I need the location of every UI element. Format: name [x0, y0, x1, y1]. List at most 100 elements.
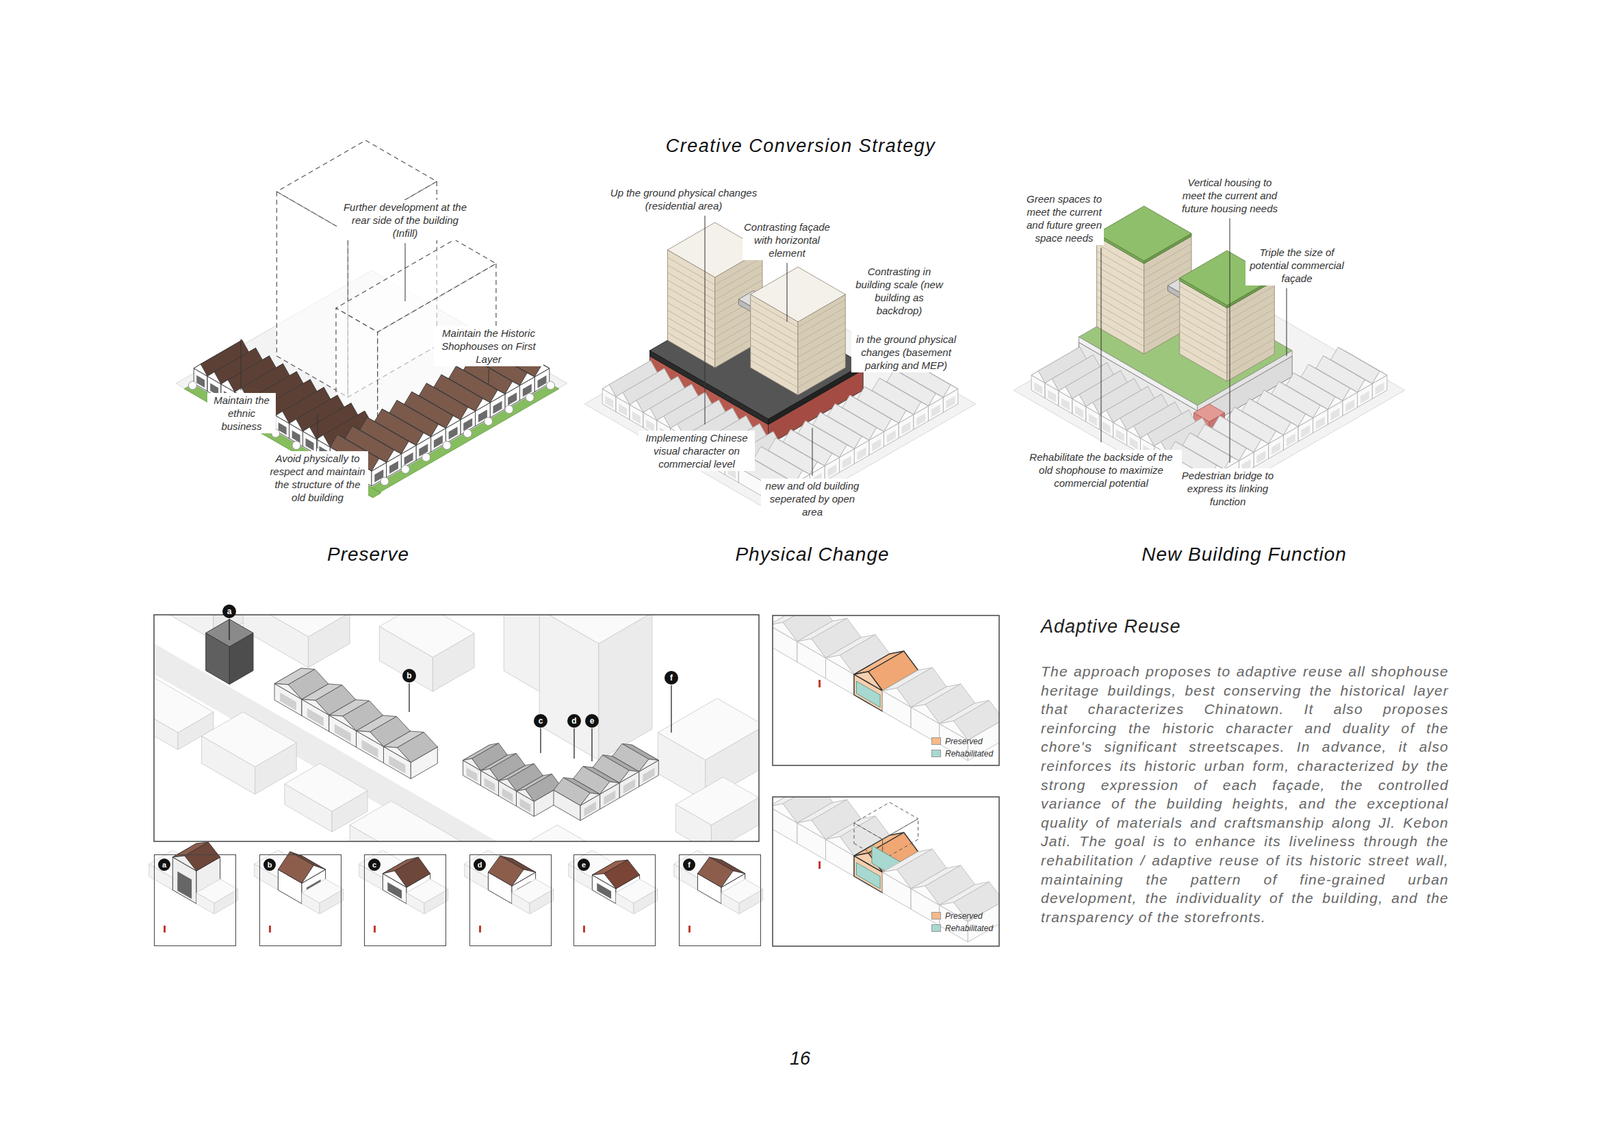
iso-face	[205, 619, 254, 647]
storefront	[448, 426, 458, 440]
storefront	[292, 430, 301, 443]
section-label: Physical Change	[641, 543, 984, 566]
gable	[416, 432, 432, 445]
annotation: Contrasting in building scale (new build…	[853, 264, 946, 318]
gable	[386, 449, 402, 462]
storefront	[1315, 416, 1325, 430]
gable	[772, 803, 798, 823]
iso-face	[521, 824, 599, 842]
callout-number: b	[263, 858, 276, 871]
rehabilitated-front	[856, 680, 881, 707]
gable	[463, 758, 482, 771]
tree	[505, 405, 514, 414]
floor-line	[797, 299, 846, 328]
gable	[884, 418, 900, 432]
floor-line	[667, 264, 715, 293]
gable	[275, 411, 290, 424]
storefront	[305, 437, 315, 451]
axonometric-pres	[175, 140, 568, 498]
thumbnail-box: a	[153, 854, 237, 946]
storefront	[502, 787, 514, 802]
callout-number: b	[402, 668, 417, 683]
annotation: Rehabilitate the backside of the old sho…	[1021, 449, 1182, 490]
gable	[1099, 409, 1114, 423]
storefront	[1300, 424, 1310, 438]
tree	[484, 417, 493, 426]
iso-face	[406, 878, 449, 903]
gable	[1044, 378, 1059, 391]
floor-line	[797, 359, 846, 388]
storefront	[279, 692, 297, 711]
floor-line	[667, 332, 715, 360]
iso-face	[284, 763, 368, 811]
storefront	[842, 455, 852, 469]
floor-line	[797, 352, 846, 380]
gable	[274, 683, 302, 700]
callout-number: a	[158, 858, 171, 871]
gable	[839, 444, 855, 458]
legend-text: Rehabilitated	[945, 748, 993, 759]
thumbnail-drawing	[149, 841, 239, 933]
floor-line	[1227, 301, 1275, 329]
storefront	[1116, 429, 1125, 442]
storefront	[1061, 397, 1070, 410]
floor-line	[750, 352, 798, 380]
storefront	[886, 429, 896, 443]
floor-line	[1096, 296, 1144, 324]
gable	[382, 870, 407, 887]
callout-number: d	[473, 858, 486, 871]
gable	[303, 427, 317, 440]
annotation: Triple the size of potential commercial …	[1245, 244, 1349, 286]
gable	[1357, 379, 1373, 393]
storefront	[307, 708, 324, 727]
thumbnail-box: e	[573, 854, 656, 946]
gable	[619, 769, 640, 783]
storefront	[931, 404, 941, 418]
section-heading: Adaptive Reuse	[1040, 615, 1452, 638]
floor-line	[667, 272, 715, 300]
annotation: Implementing Chinese visual character on…	[638, 430, 755, 471]
gable	[591, 873, 616, 889]
gable	[824, 453, 840, 466]
section-label: New Building Function	[1073, 543, 1416, 566]
floor-line	[1179, 301, 1228, 329]
storefront	[389, 460, 399, 474]
legend-swatch	[931, 749, 941, 757]
gable	[882, 687, 912, 707]
gable	[489, 390, 506, 403]
storefront	[642, 767, 655, 783]
storefront	[916, 412, 926, 426]
gable	[498, 778, 517, 792]
storefront	[466, 767, 478, 781]
floor-line	[797, 337, 846, 365]
leader-line	[408, 682, 410, 712]
floor-line	[1179, 316, 1228, 344]
storefront	[1034, 381, 1043, 395]
floor-line	[797, 322, 846, 350]
gable	[656, 416, 671, 429]
tree	[380, 476, 389, 486]
floor-line	[715, 264, 763, 293]
leader-line	[591, 728, 592, 761]
gable	[580, 792, 601, 805]
floor-line	[1227, 323, 1275, 352]
gable	[910, 704, 940, 724]
callout-number: d	[567, 713, 582, 728]
storefront	[334, 724, 352, 742]
floor-line	[1096, 266, 1144, 294]
floor-line	[750, 322, 798, 350]
body-text: The approach proposes to adaptive reuse …	[1040, 661, 1449, 926]
thumbnail-box: c	[364, 854, 447, 946]
thumbnail-drawing	[568, 849, 658, 933]
thumbnail-drawing	[674, 849, 764, 933]
detail-drawing	[772, 615, 1000, 761]
gable	[460, 407, 476, 420]
gable	[520, 372, 536, 386]
annotation: Vertical housing to meet the current and…	[1177, 175, 1284, 216]
floor-line	[667, 325, 715, 353]
iso-face	[882, 818, 919, 860]
gable	[882, 869, 912, 889]
floor-line	[1179, 308, 1228, 337]
callout-number: f	[682, 858, 696, 871]
floor-line	[797, 314, 846, 343]
